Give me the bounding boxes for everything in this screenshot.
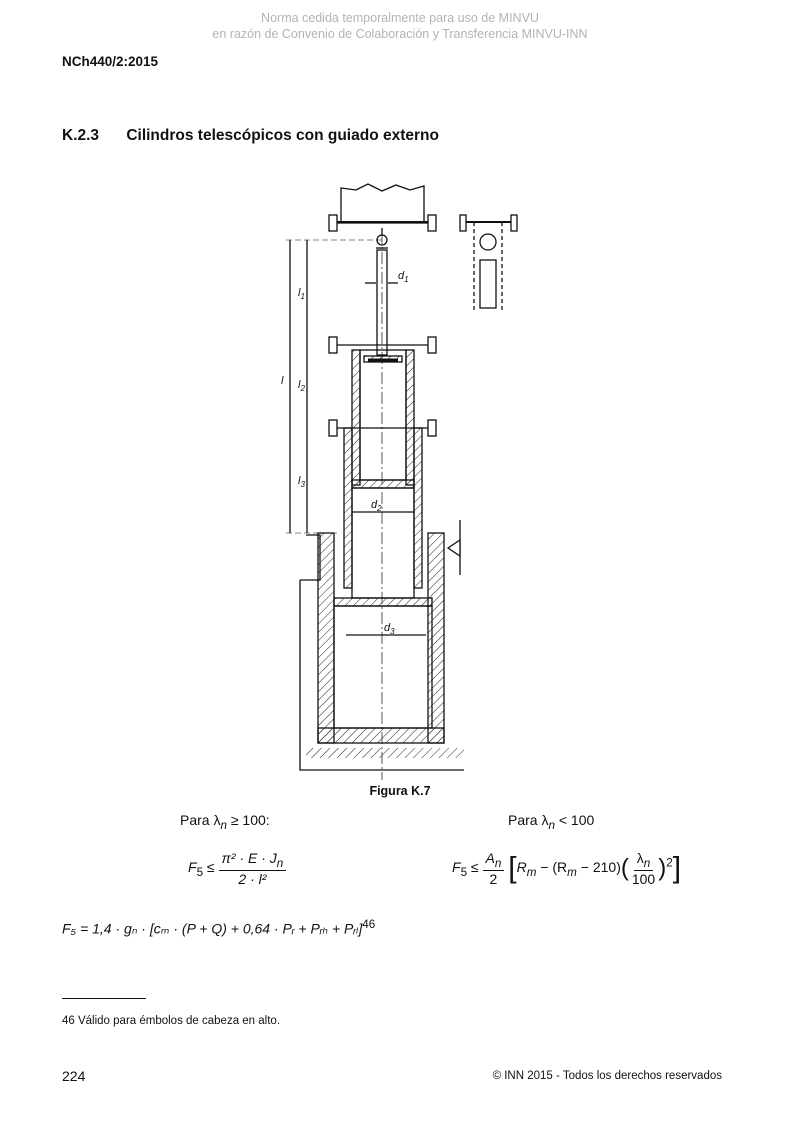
document-code: NCh440/2:2015 (62, 54, 159, 69)
condition-right: Para λn < 100 (508, 812, 595, 832)
formula-left: F5 ≤ π² · E · Jn 2 · l² (188, 850, 287, 887)
section-heading: K.2.3 Cilindros telescópicos con guiado … (62, 127, 439, 145)
figure-caption: Figura K.7 (369, 784, 431, 798)
section-title: Cilindros telescópicos con guiado extern… (126, 127, 439, 144)
main-formula: F₅ = 1,4 · gₙ · [cₘ · (P + Q) + 0,64 · P… (62, 918, 376, 937)
label-l1: l1 (298, 287, 305, 301)
guide-1 (328, 336, 437, 354)
label-d2: d2 (371, 499, 382, 513)
condition-left: Para λn ≥ 100: (180, 812, 270, 832)
label-l: l (281, 375, 284, 387)
label-d3: d3 (384, 622, 395, 636)
section-number: K.2.3 (62, 127, 100, 144)
watermark-line-2: en razón de Convenio de Colaboración y T… (212, 27, 588, 41)
label-d1: d1 (398, 270, 409, 284)
ram-3 (351, 487, 415, 599)
cylinder (333, 605, 433, 729)
ram-2 (359, 349, 407, 481)
figure-k7-diagram: d1 d2 d3 l l1 l2 l3 (281, 183, 518, 780)
copyright-notice: © INN 2015 - Todos los derechos reservad… (492, 1070, 722, 1082)
side-detail-view (459, 214, 518, 310)
footnote: 46 Válido para émbolos de cabeza en alto… (62, 1015, 281, 1027)
watermark: Norma cedida temporalmente para uso de M… (0, 10, 800, 42)
label-l3: l3 (298, 475, 305, 489)
label-l2: l2 (298, 379, 305, 393)
watermark-line-1: Norma cedida temporalmente para uso de M… (261, 11, 539, 25)
page-number: 224 (62, 1068, 86, 1084)
car-body (328, 183, 437, 232)
footnote-divider (62, 998, 146, 999)
footnote-reference: 46 (362, 918, 376, 931)
ram-1 (376, 249, 388, 356)
formula-right: F5 ≤ An 2 [Rm − (Rm − 210)( λn 100 )2] (452, 850, 682, 887)
